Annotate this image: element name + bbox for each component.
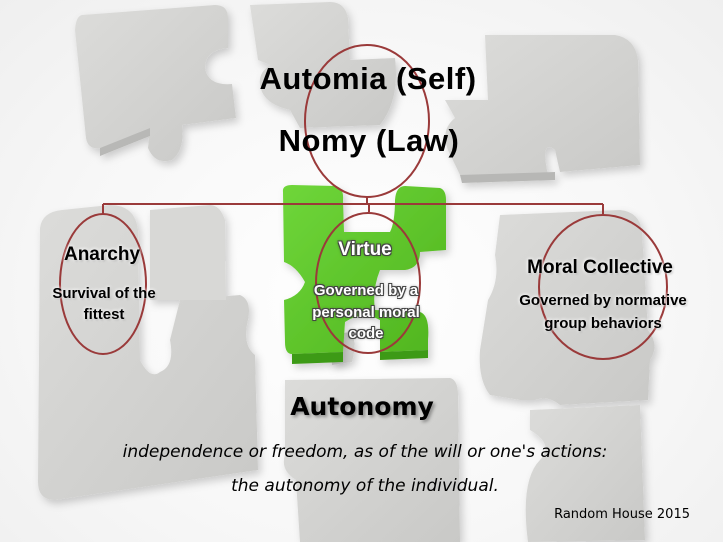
branch-desc-virtue-3: code <box>348 325 384 342</box>
title-line-self: Automia (Self) <box>259 61 477 96</box>
puzzle-piece-top-right <box>445 35 640 183</box>
branch-heading-anarchy: Anarchy <box>63 244 141 265</box>
puzzle-piece-top-left <box>75 5 236 162</box>
definition-line-1: independence or freedom, as of the will … <box>122 442 608 462</box>
branch-heading-virtue: Virtue <box>338 239 392 260</box>
definition-term: Autonomy <box>290 392 434 421</box>
branch-desc-virtue-1: Governed by a <box>313 282 419 299</box>
definition-line-2: the autonomy of the individual. <box>231 476 499 496</box>
title-line-law: Nomy (Law) <box>278 123 460 158</box>
branch-desc-anarchy-2: fittest <box>83 306 125 323</box>
branch-desc-virtue-2: personal moral <box>312 304 420 321</box>
puzzle-piece-right <box>479 210 655 542</box>
definition-source: Random House 2015 <box>554 507 690 522</box>
puzzle-piece-green <box>282 185 446 364</box>
branch-desc-anarchy-1: Survival of the <box>52 285 156 302</box>
branch-desc-moral-collective-1: Governed by normative <box>519 292 687 309</box>
connector-tree <box>59 44 668 360</box>
puzzle-piece-top-center <box>250 2 396 128</box>
branch-heading-moral-collective: Moral Collective <box>527 257 673 278</box>
puzzle-piece-left <box>38 205 258 500</box>
branch-desc-moral-collective-2: group behaviors <box>544 315 662 332</box>
